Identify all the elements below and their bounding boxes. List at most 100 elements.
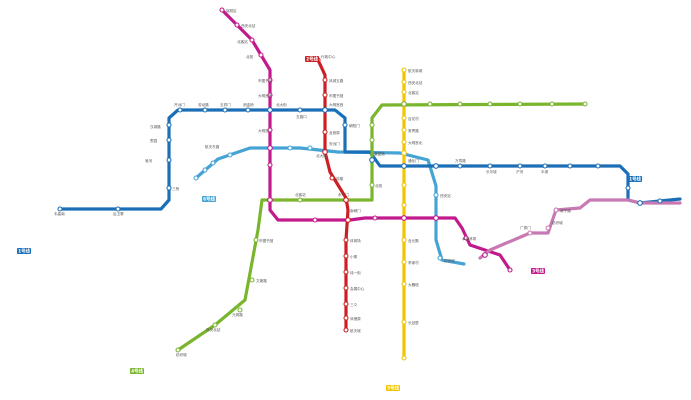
station-marker[interactable]: [553, 207, 559, 213]
station-marker[interactable]: [549, 101, 555, 107]
line-badge-3[interactable]: 3号线: [531, 268, 545, 275]
station-marker[interactable]: [202, 167, 208, 173]
station-marker[interactable]: [219, 7, 225, 13]
station-marker[interactable]: [433, 163, 439, 169]
station-marker[interactable]: [322, 92, 328, 98]
station-marker[interactable]: [267, 127, 273, 133]
station-marker[interactable]: [625, 185, 631, 191]
station-marker[interactable]: [401, 319, 407, 325]
station-marker[interactable]: [287, 145, 293, 151]
station-marker[interactable]: [267, 107, 273, 113]
station-marker[interactable]: [253, 237, 259, 243]
station-marker[interactable]: [166, 137, 172, 143]
station-marker[interactable]: [227, 152, 233, 158]
station-marker[interactable]: [202, 107, 208, 113]
station-marker[interactable]: [507, 267, 513, 273]
station-marker[interactable]: [57, 206, 63, 212]
station-marker[interactable]: [545, 225, 551, 231]
line-badge-1[interactable]: 1号线: [17, 248, 31, 255]
station-marker[interactable]: [369, 137, 375, 143]
line-badge-6[interactable]: 6号线: [202, 196, 216, 203]
station-marker[interactable]: [322, 107, 328, 113]
station-marker[interactable]: [401, 127, 407, 133]
station-marker[interactable]: [401, 215, 407, 221]
station-marker[interactable]: [401, 101, 407, 107]
line-badge-5[interactable]: 5号线: [386, 385, 400, 392]
station-marker[interactable]: [401, 182, 407, 188]
station-marker[interactable]: [267, 92, 273, 98]
station-marker[interactable]: [329, 175, 335, 181]
station-marker[interactable]: [249, 277, 255, 283]
station-marker[interactable]: [297, 107, 303, 113]
station-marker[interactable]: [657, 198, 663, 204]
station-marker[interactable]: [322, 129, 328, 135]
line-badge-4[interactable]: 4号线: [130, 368, 144, 375]
station-marker[interactable]: [322, 77, 328, 83]
station-marker[interactable]: [487, 101, 493, 107]
station-marker[interactable]: [401, 67, 407, 73]
station-marker[interactable]: [542, 163, 548, 169]
station-marker[interactable]: [343, 301, 349, 307]
station-marker[interactable]: [166, 157, 172, 163]
station-marker[interactable]: [212, 322, 218, 328]
station-marker[interactable]: [463, 235, 469, 241]
station-marker[interactable]: [401, 202, 407, 208]
station-marker[interactable]: [307, 145, 313, 151]
station-marker[interactable]: [437, 255, 443, 261]
station-marker[interactable]: [482, 252, 488, 258]
station-marker[interactable]: [457, 163, 463, 169]
station-marker[interactable]: [312, 217, 318, 223]
station-marker[interactable]: [369, 182, 375, 188]
station-marker[interactable]: [487, 163, 493, 169]
station-marker[interactable]: [401, 259, 407, 265]
station-marker[interactable]: [166, 185, 172, 191]
station-marker[interactable]: [401, 281, 407, 287]
station-marker[interactable]: [210, 160, 216, 166]
station-marker[interactable]: [427, 101, 433, 107]
station-marker[interactable]: [401, 89, 407, 95]
station-marker[interactable]: [222, 107, 228, 113]
station-marker[interactable]: [369, 122, 375, 128]
station-marker[interactable]: [166, 122, 172, 128]
station-marker[interactable]: [267, 162, 273, 168]
station-marker[interactable]: [527, 230, 533, 236]
station-marker[interactable]: [343, 327, 349, 333]
station-marker[interactable]: [345, 217, 351, 223]
station-marker[interactable]: [433, 215, 439, 221]
station-marker[interactable]: [234, 22, 240, 28]
station-marker[interactable]: [595, 163, 601, 169]
station-marker[interactable]: [343, 315, 349, 321]
station-marker[interactable]: [401, 139, 407, 145]
station-marker[interactable]: [401, 237, 407, 243]
station-marker[interactable]: [517, 101, 523, 107]
station-marker[interactable]: [567, 163, 573, 169]
station-marker[interactable]: [258, 52, 264, 58]
station-marker[interactable]: [245, 107, 251, 113]
station-marker[interactable]: [342, 122, 348, 128]
station-marker[interactable]: [401, 115, 407, 121]
line-badge-2[interactable]: 2号线: [305, 56, 319, 63]
station-marker[interactable]: [457, 101, 463, 107]
station-marker[interactable]: [637, 200, 643, 206]
station-marker[interactable]: [115, 206, 121, 212]
station-marker[interactable]: [297, 197, 303, 203]
station-marker[interactable]: [175, 347, 181, 353]
station-marker[interactable]: [193, 175, 199, 181]
station-marker[interactable]: [401, 150, 407, 156]
station-marker[interactable]: [177, 107, 183, 113]
station-marker[interactable]: [343, 197, 349, 203]
station-marker[interactable]: [343, 285, 349, 291]
station-marker[interactable]: [267, 197, 273, 203]
station-marker[interactable]: [249, 37, 255, 43]
station-marker[interactable]: [401, 163, 407, 169]
station-marker[interactable]: [237, 307, 243, 313]
station-marker[interactable]: [369, 157, 375, 163]
station-marker[interactable]: [322, 149, 328, 155]
station-marker[interactable]: [433, 192, 439, 198]
line-badge-1-east[interactable]: 1号线: [628, 176, 642, 183]
station-marker[interactable]: [401, 355, 407, 361]
station-marker[interactable]: [267, 77, 273, 83]
station-marker[interactable]: [343, 237, 349, 243]
station-marker[interactable]: [267, 145, 273, 151]
station-marker[interactable]: [343, 269, 349, 275]
